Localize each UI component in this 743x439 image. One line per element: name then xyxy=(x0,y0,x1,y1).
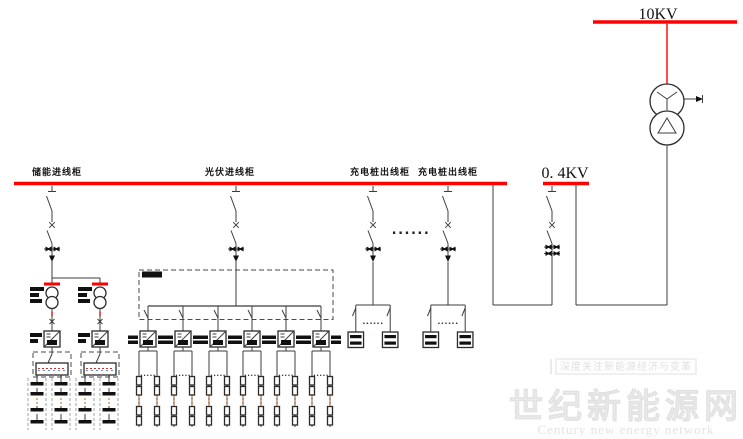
branch-ellipsis: ...... xyxy=(437,317,458,326)
charging-branch-pair-1 xyxy=(348,262,398,348)
hv-bus-label: 10KV xyxy=(638,6,678,23)
pv-inverter-column xyxy=(198,306,238,427)
storage-cabinet-label: 储能进线柜 xyxy=(32,166,82,178)
charging-feeder-chain-1 xyxy=(365,186,381,262)
pv-combiner-box xyxy=(138,269,334,320)
pv-string-ellipsis: ..... xyxy=(313,370,329,378)
hv-section: 10KV xyxy=(575,6,737,306)
pv-string-ellipsis: ..... xyxy=(244,370,260,378)
watermark-title: 世纪新能源网 xyxy=(509,387,743,427)
lv-incoming-section: 0. 4KV xyxy=(492,165,589,306)
watermark-subtitle: Century new energy network xyxy=(537,422,714,437)
branch-ellipsis: ...... xyxy=(362,317,383,326)
pv-string-ellipsis: ..... xyxy=(140,370,156,378)
pv-inverter-column xyxy=(163,306,203,427)
pv-string-ellipsis: ..... xyxy=(278,370,294,378)
pv-section: ..... ..... ..... ..... ..... ..... xyxy=(128,186,341,427)
charging-feeder-chain-2 xyxy=(440,186,456,262)
storage-branch-1 xyxy=(28,284,71,430)
pv-cabinet-label: 光伏进线柜 xyxy=(204,166,255,178)
watermark-badge: 深度关注新能源经济与变革 xyxy=(560,360,692,373)
storage-feeder-chain xyxy=(44,186,60,262)
pv-box-label-block xyxy=(142,271,162,278)
charging-cabinet-1-label: 充电桩出线柜 xyxy=(350,166,410,178)
pv-string-ellipsis: ..... xyxy=(210,370,226,378)
pv-inverter-column xyxy=(301,306,341,427)
lv-incoming-chain xyxy=(544,186,560,260)
pv-string-ellipsis: ..... xyxy=(175,370,191,378)
transformer-icon xyxy=(649,83,703,146)
pv-inverter-column xyxy=(232,306,272,427)
storage-branch-2 xyxy=(76,284,119,430)
pv-inverter-column xyxy=(266,306,306,427)
storage-section xyxy=(28,186,119,430)
lv-bus-label: 0. 4KV xyxy=(541,165,589,182)
charging-branch-pair-2 xyxy=(423,262,473,348)
charging-section: ...... ...... ...... xyxy=(348,186,473,348)
feeder-ellipsis: ...... xyxy=(392,223,431,238)
watermark: 深度关注新能源经济与变革 世纪新能源网 Century new energy n… xyxy=(509,358,743,437)
pv-inverter-column xyxy=(128,306,168,427)
charging-cabinet-2-label: 充电桩出线柜 xyxy=(418,166,478,178)
pv-feeder-chain xyxy=(228,186,244,262)
